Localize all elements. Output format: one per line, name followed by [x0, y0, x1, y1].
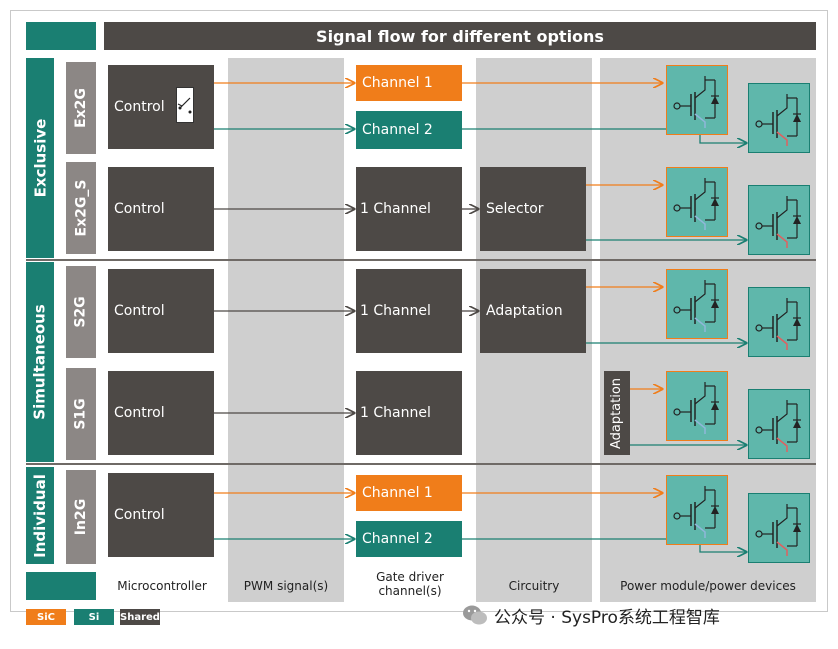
row-label-s2g: S2G [66, 266, 96, 358]
column-header-pwm: PWM signal(s) [243, 579, 329, 593]
si-power-device-icon [748, 83, 810, 153]
sic-power-device-icon [666, 371, 728, 441]
adaptation-box-vertical: Adaptation [604, 371, 630, 455]
si-power-device-icon [748, 287, 810, 357]
page-title: Signal flow for different options [104, 22, 816, 50]
column-bg-pwm [228, 58, 344, 602]
group-individual: Individual [26, 467, 54, 564]
arrow-si [462, 538, 746, 552]
si-power-device-icon [748, 493, 810, 563]
group-separator [26, 259, 816, 261]
wechat-icon [463, 605, 487, 625]
si-power-device-icon [748, 389, 810, 459]
sic-power-device-icon [666, 269, 728, 339]
arrow-si [462, 128, 746, 143]
control-box: Control [108, 167, 214, 251]
column-header-power: Power module/power devices [620, 579, 796, 593]
switch-icon [176, 87, 194, 123]
sic-power-device-icon [666, 167, 728, 237]
gate-channel-si: Channel 2 [356, 111, 462, 149]
gate-channel-sic: Channel 1 [356, 475, 462, 511]
sic-power-device-icon [666, 65, 728, 135]
si-power-device-icon [748, 185, 810, 255]
column-header-gate-driver: Gate driver channel(s) [376, 570, 444, 598]
watermark: 公众号 · SysPro系统工程智库 [462, 600, 822, 630]
row-label-in2g: In2G [66, 470, 96, 564]
group-simultaneous: Simultaneous [26, 262, 54, 462]
control-box: Control [108, 371, 214, 455]
selector-box: Selector [480, 167, 586, 251]
gate-channel-shared: 1 Channel [356, 167, 462, 251]
row-label-s1g: S1G [66, 368, 96, 460]
adaptation-box: Adaptation [480, 269, 586, 353]
legend-si: Si [74, 609, 114, 625]
title-corner [26, 22, 96, 50]
group-exclusive: Exclusive [26, 58, 54, 258]
legend-shared: Shared [120, 609, 160, 625]
gate-channel-sic: Channel 1 [356, 65, 462, 101]
column-header-circuitry: Circuitry [508, 579, 560, 593]
control-box: Control [108, 269, 214, 353]
gate-channel-shared: 1 Channel [356, 269, 462, 353]
control-box: Control [108, 65, 214, 149]
row-label-ex2g-s: Ex2G_S [66, 162, 96, 254]
control-box: Control [108, 473, 214, 557]
gate-channel-si: Channel 2 [356, 521, 462, 557]
sic-power-device-icon [666, 475, 728, 545]
legend-sic: SiC [26, 609, 66, 625]
group-separator [26, 463, 816, 465]
column-header-microcontroller: Microcontroller [117, 579, 207, 593]
row-label-ex2g: Ex2G [66, 62, 96, 154]
column-header-corner [26, 572, 96, 600]
gate-channel-shared: 1 Channel [356, 371, 462, 455]
